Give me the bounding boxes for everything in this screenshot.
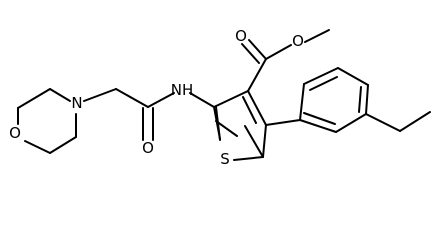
bond [24, 140, 51, 154]
bond [365, 84, 369, 115]
morpholine-oxygen-label: O [9, 124, 21, 142]
bond [304, 29, 330, 43]
double-bond [248, 39, 267, 60]
morpholine-ring [17, 88, 77, 154]
bond [265, 44, 292, 60]
bond [17, 88, 51, 109]
bond [262, 124, 267, 158]
double-bond [241, 43, 260, 64]
amide-oxygen-label: O [142, 139, 154, 157]
bond [213, 90, 249, 108]
bond [115, 88, 149, 108]
p-tolyl-group [265, 67, 431, 133]
bond [299, 119, 337, 133]
double-bond [309, 76, 338, 91]
ester-ether-oxygen-label: O [292, 32, 304, 50]
double-bond [303, 112, 336, 125]
amide-linker [83, 88, 215, 141]
structure-canvas: O N O NH S O O [9, 27, 431, 168]
bond [83, 88, 117, 102]
amide-nh-label: NH [171, 81, 194, 99]
thiophene-sulfur-label: S [220, 150, 230, 168]
double-bond [215, 120, 238, 137]
thiophene-ring [213, 90, 267, 161]
bond [265, 119, 301, 126]
bond [303, 67, 339, 85]
bond [147, 92, 175, 108]
bond [189, 92, 215, 108]
bond [399, 111, 431, 132]
bond [215, 106, 221, 141]
bond [335, 113, 367, 133]
ester-carbonyl-oxygen-label: O [235, 27, 247, 45]
methyl-ester [241, 29, 330, 92]
double-bond [242, 96, 257, 124]
bond [365, 113, 401, 132]
bond [247, 58, 267, 92]
bond [233, 156, 264, 161]
molecule-structure-diagram: O N O NH S O O [9, 27, 431, 168]
bond [337, 67, 369, 86]
morpholine-nitrogen-label: N [71, 94, 82, 112]
bond [299, 83, 305, 121]
bond [49, 88, 71, 102]
bond [244, 125, 264, 158]
bond [247, 90, 267, 126]
bond [49, 136, 77, 154]
double-bond [358, 86, 362, 113]
